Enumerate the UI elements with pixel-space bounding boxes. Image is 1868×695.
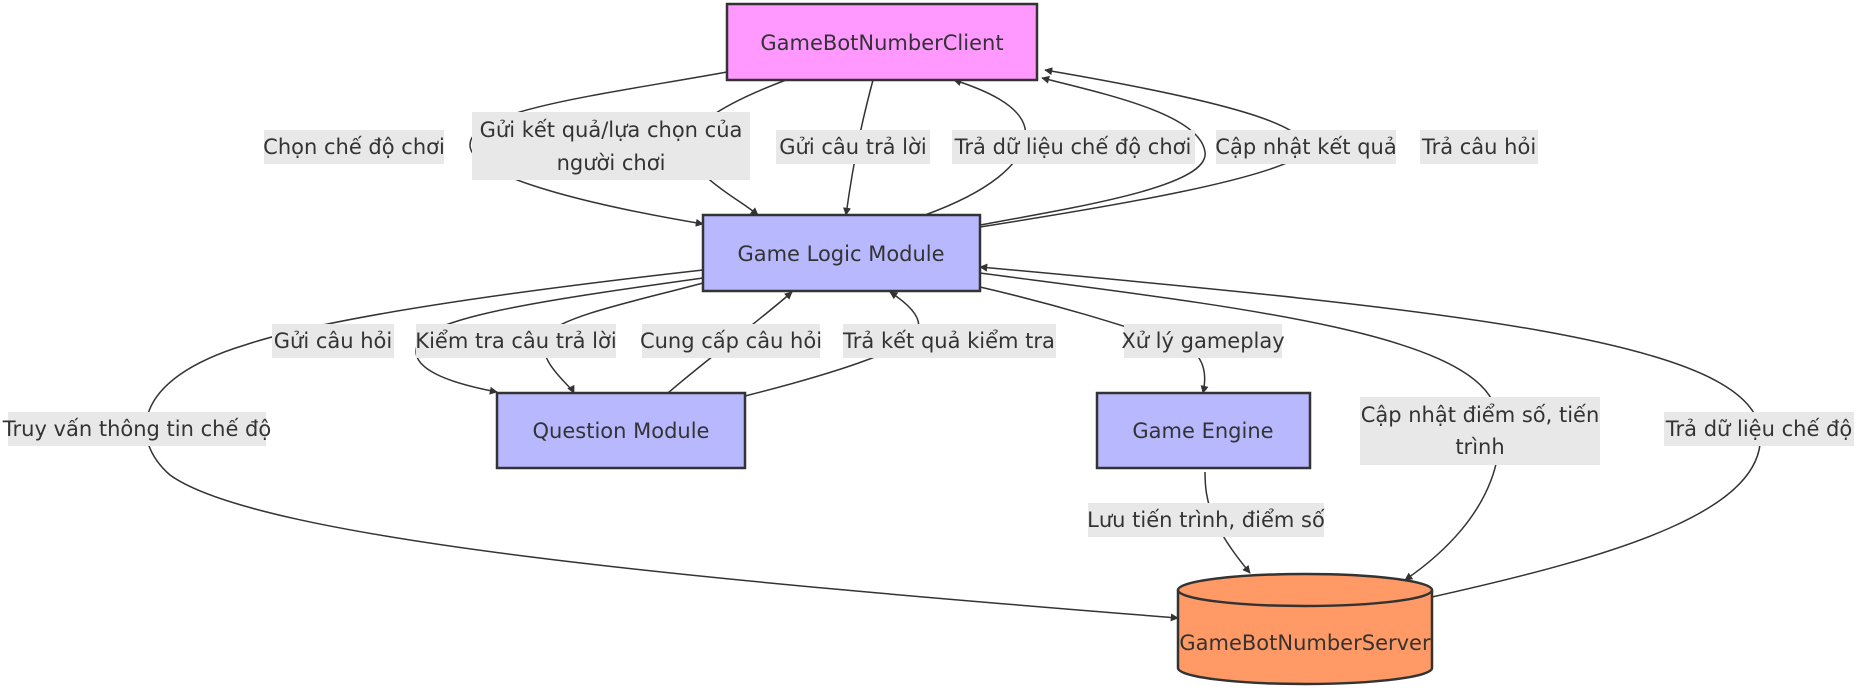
label-truy-van: Truy vấn thông tin chế độ [2,412,271,446]
svg-text:GameBotNumberClient: GameBotNumberClient [760,31,1003,55]
svg-text:GameBotNumberServer: GameBotNumberServer [1179,631,1431,655]
svg-text:Cập nhật điểm số, tiến: Cập nhật điểm số, tiến [1361,403,1600,427]
svg-text:Gửi câu hỏi: Gửi câu hỏi [274,329,392,353]
label-kiem-tra-cau-tra-loi: Kiểm tra câu trả lời [415,324,617,358]
svg-text:Game Logic Module: Game Logic Module [737,242,944,266]
label-chon-che-do: Chọn chế độ chơi [263,130,445,164]
svg-text:Trả dữ liệu chế độ chơi: Trả dữ liệu chế độ chơi [954,135,1192,159]
svg-text:Trả dữ liệu chế độ: Trả dữ liệu chế độ [1665,417,1852,441]
svg-text:người chơi: người chơi [557,151,666,175]
svg-text:trình: trình [1455,435,1504,459]
svg-text:Gửi câu trả lời: Gửi câu trả lời [779,135,926,159]
edge-tra-du-lieu-che-do-server [979,263,1762,598]
svg-text:Cập nhật kết quả: Cập nhật kết quả [1215,135,1396,159]
svg-text:Question Module: Question Module [533,419,710,443]
node-game-logic-module: Game Logic Module [701,213,982,293]
svg-text:Gửi kết quả/lựa chọn của: Gửi kết quả/lựa chọn của [480,118,743,142]
label-tra-du-lieu-che-do: Trả dữ liệu chế độ chơi [952,130,1195,164]
edge-labels: Chọn chế độ chơi Gửi kết quả/lựa chọn củ… [2,112,1854,537]
label-tra-cau-hoi: Trả câu hỏi [1420,130,1538,164]
label-cung-cap-cau-hoi: Cung cấp câu hỏi [640,324,822,358]
label-gui-ket-qua: Gửi kết quả/lựa chọn của người chơi [472,112,750,180]
label-luu-tien-trinh: Lưu tiến trình, điểm số [1087,503,1325,537]
svg-text:Chọn chế độ chơi: Chọn chế độ chơi [263,135,445,159]
svg-text:Cung cấp câu hỏi: Cung cấp câu hỏi [640,329,822,353]
edge-cap-nhat-ket-qua [979,75,1206,226]
svg-text:Lưu tiến trình, điểm số: Lưu tiến trình, điểm số [1087,508,1325,532]
node-game-bot-number-server: GameBotNumberServer [1176,572,1434,686]
node-game-bot-number-client: GameBotNumberClient [725,2,1039,82]
svg-text:Trả câu hỏi: Trả câu hỏi [1421,135,1536,159]
label-gui-cau-tra-loi: Gửi câu trả lời [776,130,930,164]
label-gui-cau-hoi: Gửi câu hỏi [272,324,394,358]
edge-chon-che-do [469,71,728,227]
svg-text:Trả kết quả kiểm tra: Trả kết quả kiểm tra [842,329,1055,353]
edge-cap-nhat-diem [979,272,1501,581]
svg-text:Xử lý gameplay: Xử lý gameplay [1121,329,1284,353]
label-cap-nhat-diem: Cập nhật điểm số, tiến trình [1360,397,1600,465]
svg-text:Truy vấn thông tin chế độ: Truy vấn thông tin chế độ [2,417,271,441]
label-tra-ket-qua-kiem-tra: Trả kết quả kiểm tra [842,324,1056,358]
label-xu-ly-gameplay: Xử lý gameplay [1121,324,1285,358]
svg-text:Kiểm tra câu trả lời: Kiểm tra câu trả lời [415,329,616,353]
svg-text:Game Engine: Game Engine [1132,419,1273,443]
label-cap-nhat-ket-qua: Cập nhật kết quả [1215,130,1397,164]
label-tra-du-lieu-che-do-server: Trả dữ liệu chế độ [1664,412,1854,446]
node-question-module: Question Module [495,391,747,470]
edge-truy-van [145,269,1179,622]
node-game-engine: Game Engine [1095,391,1312,470]
